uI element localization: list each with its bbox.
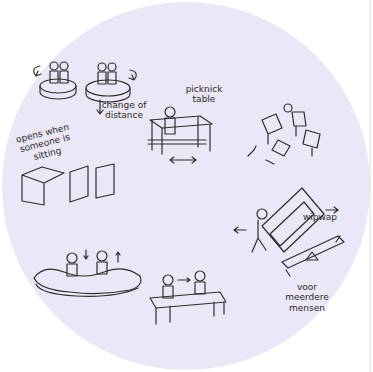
tilting-bench — [150, 271, 226, 324]
picnic-table — [148, 107, 212, 163]
opening-panels — [22, 164, 114, 205]
note-text: voor meerdere mensen — [276, 282, 338, 313]
edge-line — [370, 0, 371, 372]
wave-seat — [34, 250, 141, 296]
object-label: picknick table — [182, 84, 226, 105]
note-text: change of distance — [100, 100, 148, 121]
seesaw — [282, 236, 344, 276]
object-label: wipwap — [298, 212, 342, 222]
chair-cluster — [248, 104, 320, 164]
background-circle — [2, 2, 370, 370]
